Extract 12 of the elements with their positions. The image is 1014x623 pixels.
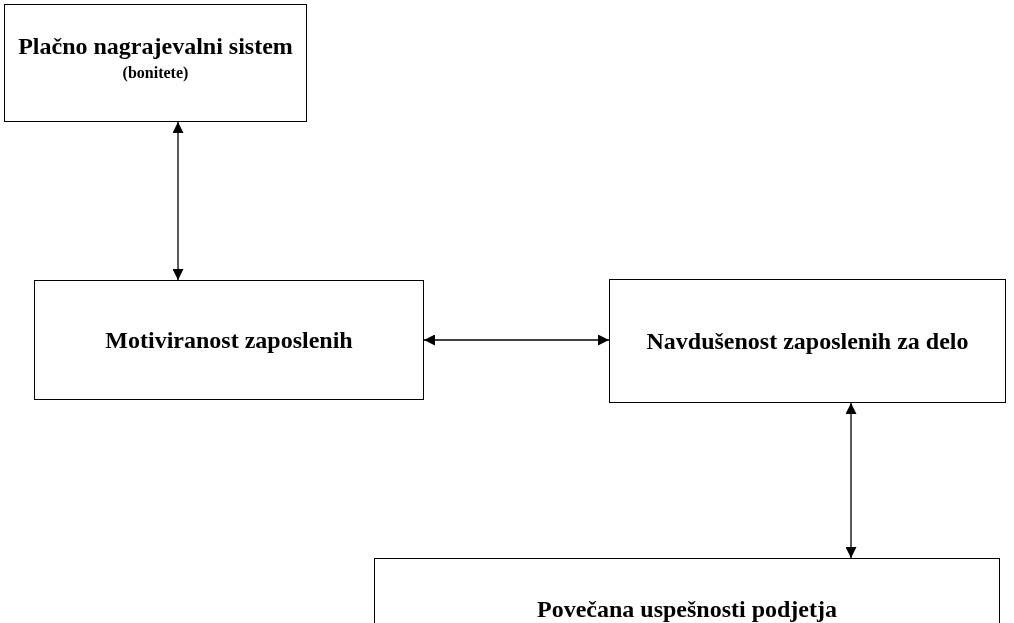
double-arrow [845, 402, 857, 559]
box-title: Povečana uspešnosti podjetja [537, 595, 837, 623]
process-box [4, 4, 307, 122]
double-arrow [172, 121, 184, 281]
box-title: Plačno nagrajevalni sistem [18, 32, 293, 61]
box-title: Motiviranost zaposlenih [105, 326, 353, 355]
box-subtitle: (bonitete) [122, 63, 189, 83]
process-box [34, 280, 424, 400]
double-arrow [423, 334, 610, 346]
process-box [374, 558, 1000, 623]
box-title: Navdušenost zaposlenih za delo [646, 327, 969, 356]
process-box [609, 279, 1006, 403]
